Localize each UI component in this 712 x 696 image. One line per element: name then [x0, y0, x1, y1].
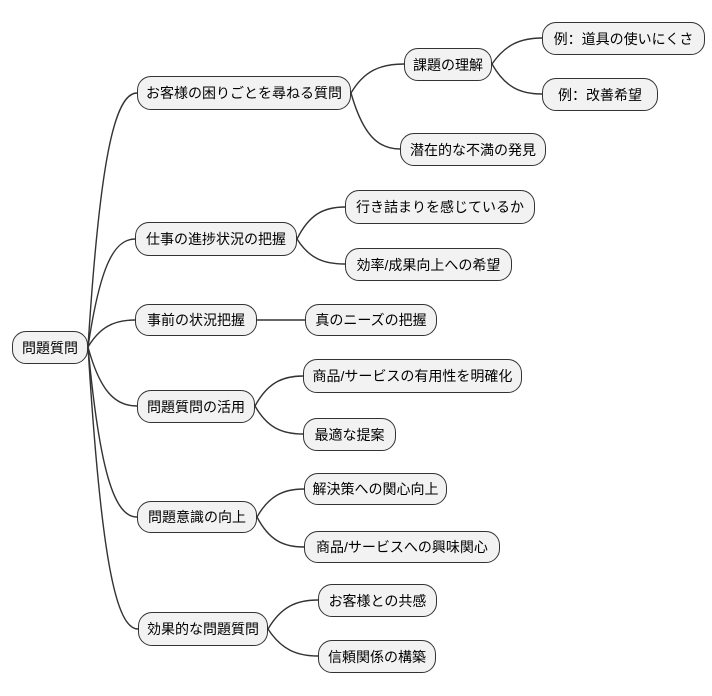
edge-utilization-proposal: [254, 405, 304, 435]
edge-effective-trust: [267, 628, 319, 657]
edge-root-prior-situation: [87, 319, 136, 348]
node-customer-trouble-question[interactable]: お客様の困りごとを尋ねる質問: [137, 76, 351, 110]
edge-issue-understanding-example-tool: [491, 37, 543, 65]
edge-root-work-progress: [87, 238, 136, 348]
node-example-tool-usability[interactable]: 例：道具の使いにくさ: [542, 22, 705, 55]
edge-awareness-product-interest: [256, 516, 305, 548]
node-root[interactable]: 問題質問: [12, 331, 88, 364]
node-latent-dissatisfaction[interactable]: 潜在的な不満の発見: [400, 133, 546, 166]
node-trust-building[interactable]: 信頼関係の構築: [318, 640, 436, 673]
edge-issue-understanding-example-improvement: [491, 63, 543, 95]
edge-root-awareness: [87, 346, 138, 518]
node-feeling-stuck[interactable]: 行き詰まりを感じているか: [345, 190, 535, 224]
node-product-interest[interactable]: 商品/サービスへの興味関心: [304, 531, 500, 563]
edge-customer-trouble-latent-dissatisfaction: [350, 92, 401, 150]
node-customer-empathy[interactable]: お客様との共感: [318, 584, 437, 617]
edge-work-progress-efficiency: [296, 238, 346, 265]
edge-root-customer-trouble: [87, 92, 138, 348]
node-true-needs-grasp[interactable]: 真のニーズの把握: [305, 304, 437, 336]
node-efficiency-improvement-hope[interactable]: 効率/成果向上への希望: [345, 248, 512, 281]
node-problem-awareness-raise[interactable]: 問題意識の向上: [137, 501, 257, 533]
edge-utilization-usefulness: [254, 375, 304, 407]
edge-root-utilization: [87, 346, 138, 407]
node-problem-question-utilization[interactable]: 問題質問の活用: [137, 390, 255, 423]
node-optimal-proposal[interactable]: 最適な提案: [303, 418, 396, 451]
edge-customer-trouble-issue-understanding: [350, 63, 405, 94]
edge-awareness-solution-interest: [256, 488, 305, 518]
node-example-improvement-wish[interactable]: 例：改善希望: [542, 78, 658, 111]
edge-effective-empathy: [267, 599, 319, 630]
node-effective-problem-question[interactable]: 効果的な問題質問: [138, 612, 268, 646]
node-product-usefulness-clarify[interactable]: 商品/サービスの有用性を明確化: [303, 359, 522, 393]
node-solution-interest-raise[interactable]: 解決策への関心向上: [304, 473, 447, 505]
node-issue-understanding[interactable]: 課題の理解: [404, 48, 492, 81]
edge-work-progress-stuck: [296, 206, 346, 240]
edge-root-effective: [87, 346, 139, 630]
node-prior-situation-grasp[interactable]: 事前の状況把握: [135, 304, 257, 336]
node-work-progress-grasp[interactable]: 仕事の進捗状況の把握: [135, 222, 297, 256]
